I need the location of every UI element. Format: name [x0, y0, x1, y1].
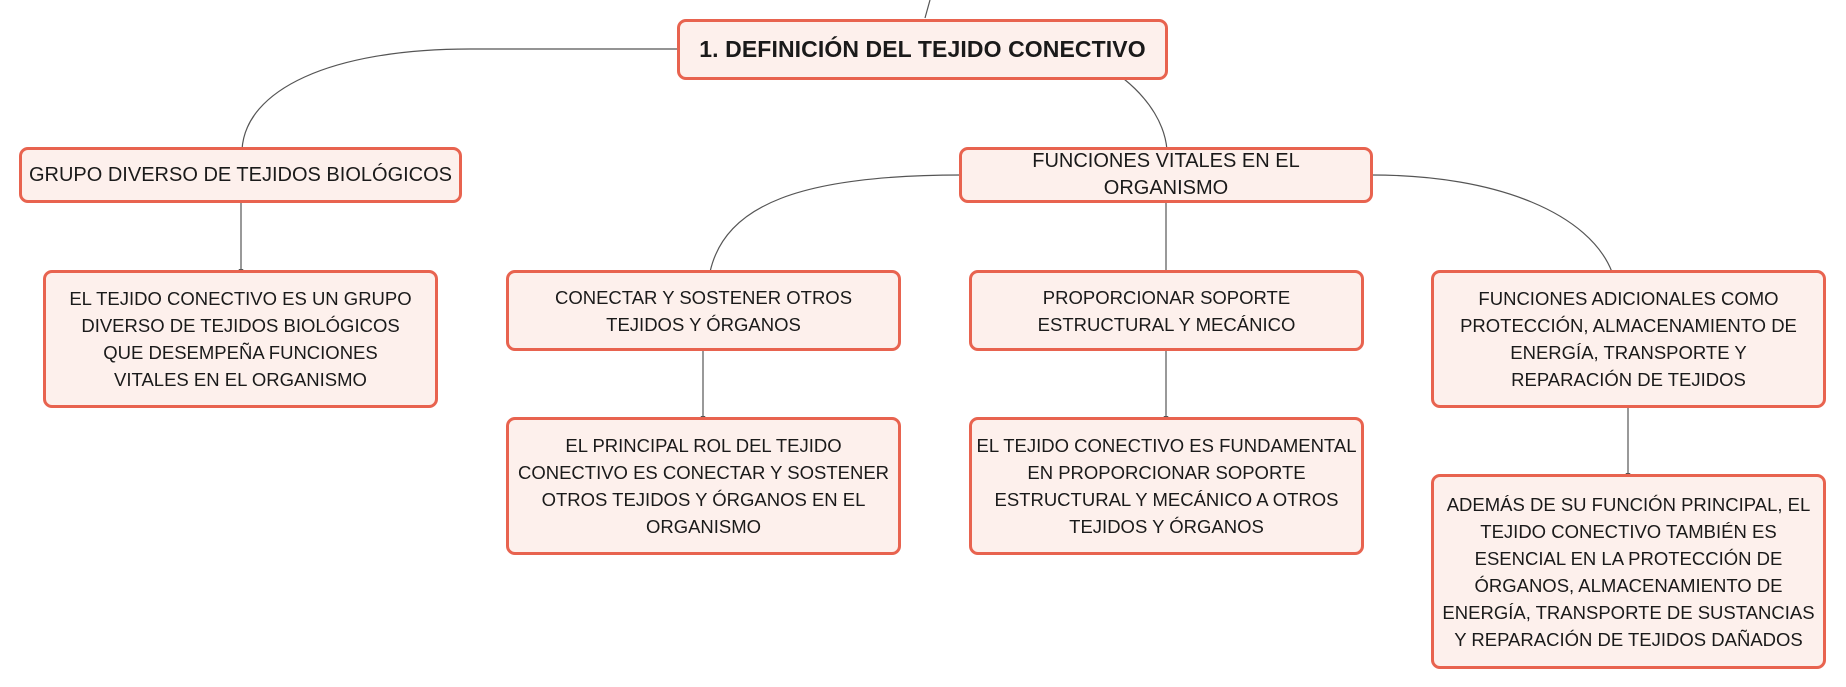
- sub-topic-2-detail-node[interactable]: EL TEJIDO CONECTIVO ES FUNDAMENTAL EN PR…: [969, 417, 1364, 555]
- root-topic[interactable]: 1. DEFINICIÓN DEL TEJIDO CONECTIVO: [677, 19, 1168, 80]
- sub-topic-2-detail-label: EL TEJIDO CONECTIVO ES FUNDAMENTAL EN PR…: [976, 435, 1357, 537]
- branch-1-detail-node[interactable]: EL TEJIDO CONECTIVO ES UN GRUPO DIVERSO …: [43, 270, 438, 408]
- connector-branch-2-to-sub-1: [709, 174, 963, 273]
- sub-topic-3-detail-node[interactable]: ADEMÁS DE SU FUNCIÓN PRINCIPAL, EL TEJID…: [1431, 474, 1826, 669]
- connector-root-to-branch-1: [241, 48, 679, 151]
- sub-topic-2-node[interactable]: PROPORCIONAR SOPORTE ESTRUCTURAL Y MECÁN…: [969, 270, 1364, 351]
- sub-topic-1-detail-node[interactable]: EL PRINCIPAL ROL DEL TEJIDO CONECTIVO ES…: [506, 417, 901, 555]
- branch-2-label: FUNCIONES VITALES EN EL ORGANISMO: [1032, 150, 1300, 199]
- root-topic-label: 1. DEFINICIÓN DEL TEJIDO CONECTIVO: [699, 36, 1146, 62]
- connector-parent-to-root: [924, 0, 931, 19]
- branch-1-label: GRUPO DIVERSO DE TEJIDOS BIOLÓGICOS: [28, 163, 453, 186]
- branch-1-detail-label: EL TEJIDO CONECTIVO ES UN GRUPO DIVERSO …: [69, 288, 412, 390]
- connector-branch-2-to-sub-3: [1371, 174, 1613, 273]
- sub-topic-1-detail-label: EL PRINCIPAL ROL DEL TEJIDO CONECTIVO ES…: [517, 435, 890, 537]
- sub-topic-3-node[interactable]: FUNCIONES ADICIONALES COMO PROTECCIÓN, A…: [1431, 270, 1826, 408]
- sub-topic-3-label: FUNCIONES ADICIONALES COMO PROTECCIÓN, A…: [1460, 288, 1797, 390]
- sub-topic-1-label: CONECTAR Y SOSTENER OTROS TEJIDOS Y ÓRGA…: [554, 286, 853, 335]
- connector-root-to-branch-2: [1123, 78, 1168, 151]
- branch-2-topic[interactable]: FUNCIONES VITALES EN EL ORGANISMO: [959, 147, 1373, 203]
- sub-topic-2-label: PROPORCIONAR SOPORTE ESTRUCTURAL Y MECÁN…: [1037, 286, 1296, 335]
- sub-topic-3-detail-label: ADEMÁS DE SU FUNCIÓN PRINCIPAL, EL TEJID…: [1442, 493, 1815, 650]
- branch-1-topic[interactable]: GRUPO DIVERSO DE TEJIDOS BIOLÓGICOS: [19, 147, 462, 203]
- sub-topic-1-node[interactable]: CONECTAR Y SOSTENER OTROS TEJIDOS Y ÓRGA…: [506, 270, 901, 351]
